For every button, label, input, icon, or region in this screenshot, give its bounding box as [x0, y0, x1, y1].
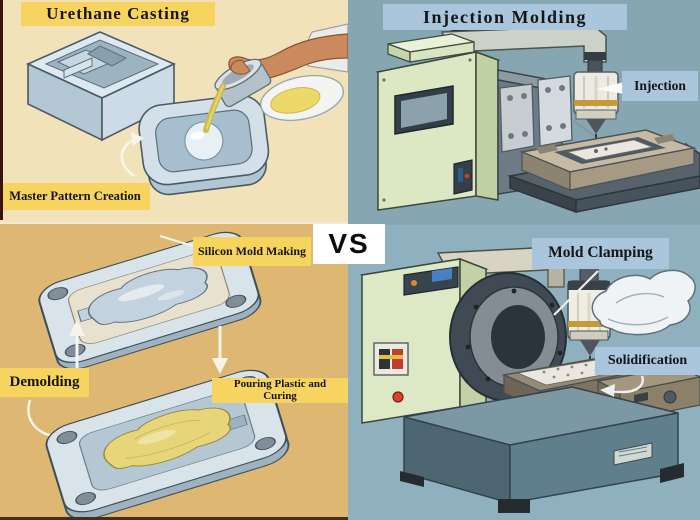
mold-base [507, 129, 700, 214]
vs-badge: VS [313, 224, 385, 264]
clamping-machine-illustration [359, 246, 700, 513]
injection-bottom-panel [348, 225, 700, 520]
injection-callout-pointer [596, 82, 624, 94]
left-panels-seam [0, 222, 348, 224]
solidification-curved-arrow [600, 375, 644, 397]
emergency-button [392, 391, 404, 403]
clamping-callout-line [553, 270, 599, 316]
molded-part-illustration [591, 269, 696, 336]
pouring-hand-illustration [203, 23, 348, 133]
injection-label: Injection [622, 71, 698, 101]
resin-can [214, 58, 272, 108]
cycle-arrow [120, 132, 144, 178]
pouring-plastic-curing-label: Pouring Plastic and Curing [212, 378, 348, 403]
resin-scoop [259, 74, 345, 122]
injection-machine-illustration [375, 15, 700, 214]
silicone-mold-plate-bottom [45, 369, 290, 520]
left-edge-strip [0, 0, 3, 220]
machine-base [400, 386, 684, 513]
urethane-top-panel [0, 0, 348, 224]
demolding-label: Demolding [0, 368, 89, 397]
pouring-down-arrow [212, 326, 228, 374]
urethane-step1-illustration [26, 23, 348, 196]
casting-mold-illustration [138, 94, 270, 196]
bottom-edge-strip [0, 517, 348, 520]
silicon-mold-making-label: Silicon Mold Making [193, 237, 311, 266]
silicon-callout-line [159, 235, 194, 247]
injection-top-panel [348, 0, 700, 225]
demolding-up-arrow [69, 320, 85, 370]
master-pattern-mold-illustration [26, 31, 176, 142]
solidification-label: Solidification [595, 347, 700, 375]
injection-molding-title: Injection Molding [383, 4, 627, 30]
machine-tower [375, 33, 501, 211]
master-pattern-creation-label: Master Pattern Creation [0, 183, 150, 210]
mold-clamping-label: Mold Clamping [532, 238, 669, 269]
urethane-casting-title: Urethane Casting [21, 2, 215, 26]
